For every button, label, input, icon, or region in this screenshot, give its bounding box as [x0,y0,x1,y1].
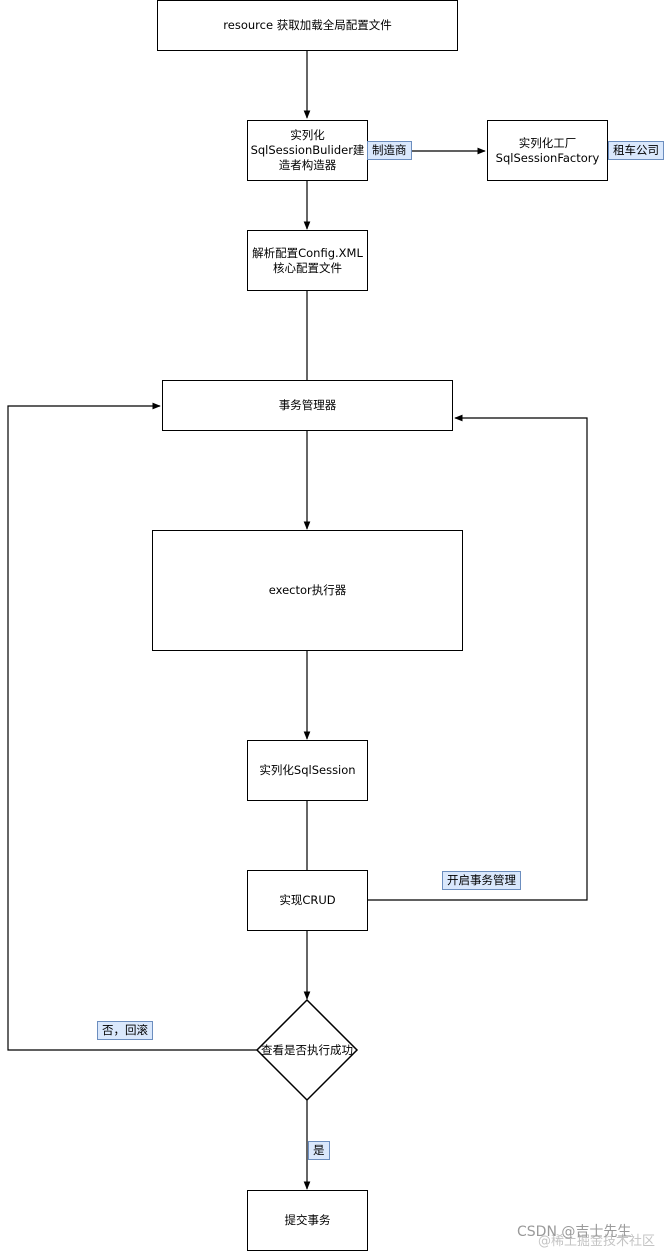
node-builder-line2: SqlSessionBulider建 [250,143,365,157]
node-commit-text: 提交事务 [284,1213,331,1227]
node-executor-text: exector执行器 [268,583,347,597]
node-factory-line1: 实列化工厂 [518,135,577,150]
node-crud: 实现CRUD [247,870,368,931]
node-executor: exector执行器 [152,530,463,651]
node-resource: resource 获取加载全局配置文件 [157,0,458,51]
watermark-csdn: CSDN @吉士先生 [517,1224,632,1240]
node-builder-line1: 实列化 [290,128,325,142]
node-parse-line1: 解析配置Config.XML [252,245,363,260]
tag-manufacturer: 制造商 [367,141,412,160]
node-transaction-manager: 事务管理器 [162,380,453,431]
node-factory: 实列化工厂 SqlSessionFactory [487,120,608,181]
node-sqlsession: 实列化SqlSession [247,740,368,801]
node-builder: 实列化 SqlSessionBulider建 造者构造器 [247,120,368,181]
node-tx-text: 事务管理器 [278,398,337,412]
node-parse-config: 解析配置Config.XML 核心配置文件 [247,230,368,291]
edge-rollback-loop [7,402,258,1051]
node-builder-line3: 造者构造器 [278,158,337,172]
node-commit: 提交事务 [247,1190,368,1251]
node-factory-line2: SqlSessionFactory [495,150,600,165]
tag-rental-company: 租车公司 [608,141,664,160]
node-sqlsession-text: 实列化SqlSession [259,763,356,777]
node-crud-text: 实现CRUD [279,893,336,907]
edge-open-tx-loop [367,414,588,901]
node-parse-line2: 核心配置文件 [272,260,342,275]
node-resource-text: resource 获取加载全局配置文件 [223,18,392,32]
decision-label: 查看是否执行成功 [261,1043,353,1057]
tag-yes: 是 [308,1141,330,1160]
watermark-faint: @稀土掘金技术社区 [538,1234,656,1249]
tag-rollback: 否，回滚 [97,1021,153,1040]
tag-open-transaction: 开启事务管理 [442,871,521,890]
decision-diamond [255,998,359,1102]
